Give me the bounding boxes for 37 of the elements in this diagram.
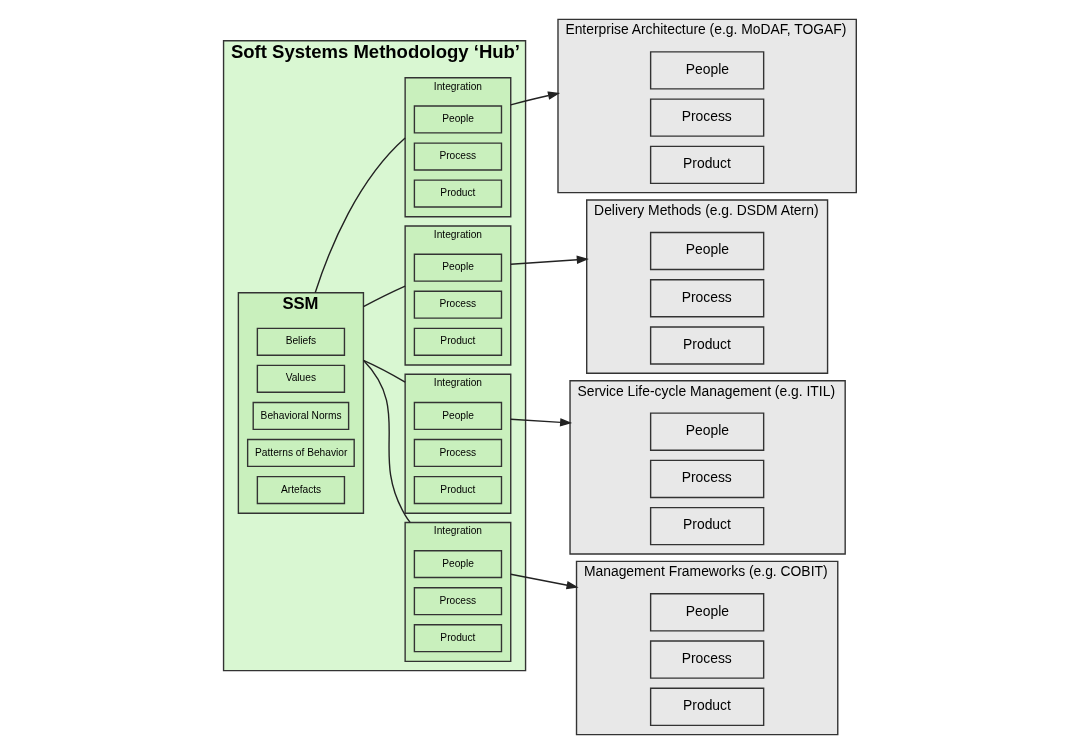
- node-box: People: [649, 231, 764, 271]
- arrow: [509, 573, 579, 590]
- node-box: People: [413, 401, 502, 431]
- node-box: Product: [413, 624, 502, 653]
- node-box: Product: [413, 327, 502, 356]
- node-box: Artefacts: [256, 475, 345, 505]
- connector: [362, 285, 406, 308]
- node-box: People: [649, 51, 764, 90]
- node-box: Process: [413, 587, 502, 616]
- node-box: Product: [413, 179, 502, 208]
- node-box: People: [413, 550, 502, 579]
- node-box: Process: [649, 459, 764, 499]
- node-box: Product: [413, 475, 502, 505]
- arrow: [509, 255, 589, 265]
- node-box: Product: [649, 687, 764, 727]
- node-box: Process: [413, 438, 502, 468]
- node-box: People: [649, 593, 764, 632]
- node-box: Process: [649, 279, 764, 318]
- node-box: Product: [649, 145, 764, 185]
- connector: [362, 359, 411, 524]
- node-box: Process: [649, 640, 764, 679]
- node-box: Patterns of Behavior: [246, 438, 355, 468]
- arrow: [509, 418, 572, 427]
- node-box: Process: [413, 290, 502, 319]
- node-box: Process: [413, 142, 502, 171]
- arrow: [509, 91, 560, 106]
- node-box: Behavioral Norms: [252, 401, 349, 431]
- connector: [314, 137, 406, 294]
- node-box: Product: [649, 506, 764, 546]
- connector: [362, 359, 406, 383]
- node-box: People: [413, 105, 502, 134]
- node-box: Values: [256, 364, 345, 393]
- node-box: People: [413, 253, 502, 282]
- node-box: Process: [649, 98, 764, 137]
- node-box: Product: [649, 326, 764, 365]
- node-box: People: [649, 412, 764, 451]
- node-box: Beliefs: [256, 327, 345, 356]
